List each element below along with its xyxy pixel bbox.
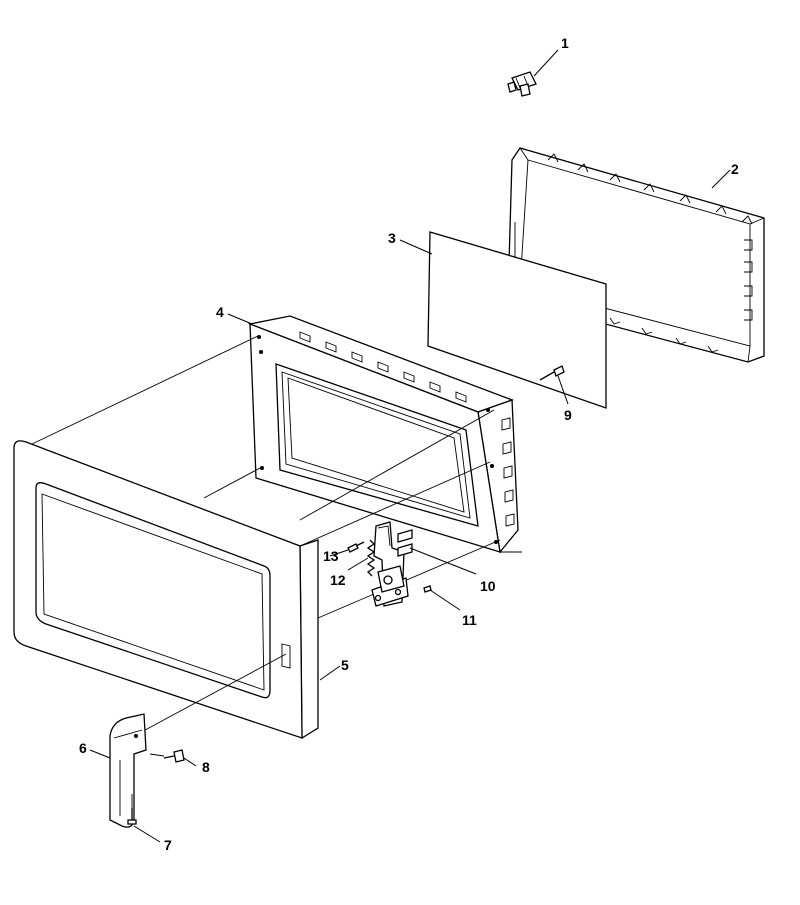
callout-5: 5 — [341, 657, 349, 673]
callout-10: 10 — [480, 578, 496, 594]
part-4-inner-frame — [247, 315, 519, 554]
callout-6: 6 — [79, 740, 87, 756]
callout-2: 2 — [731, 161, 739, 177]
part-6-handle — [109, 713, 147, 828]
callout-1: 1 — [561, 35, 569, 51]
latch-assembly — [347, 521, 432, 607]
part-3-glass-panel — [427, 231, 607, 409]
callout-7: 7 — [164, 837, 172, 853]
callout-3: 3 — [388, 230, 396, 246]
part-8-side-screw — [149, 749, 185, 763]
part-9-screw — [539, 365, 565, 381]
callout-13: 13 — [323, 548, 339, 564]
callout-8: 8 — [202, 759, 210, 775]
callout-11: 11 — [462, 612, 477, 628]
callout-12: 12 — [330, 572, 346, 588]
callout-labels: 1 2 3 4 5 6 7 8 9 10 11 12 13 — [79, 35, 739, 853]
part-1-latch-clip — [507, 71, 537, 97]
assembly-guide-lines — [31, 335, 522, 737]
part-7-bottom-screw — [127, 794, 137, 825]
part-5-door-outer-panel — [13, 440, 319, 740]
callout-9: 9 — [564, 407, 572, 423]
leader-lines — [89, 49, 731, 843]
callout-4: 4 — [216, 304, 224, 320]
